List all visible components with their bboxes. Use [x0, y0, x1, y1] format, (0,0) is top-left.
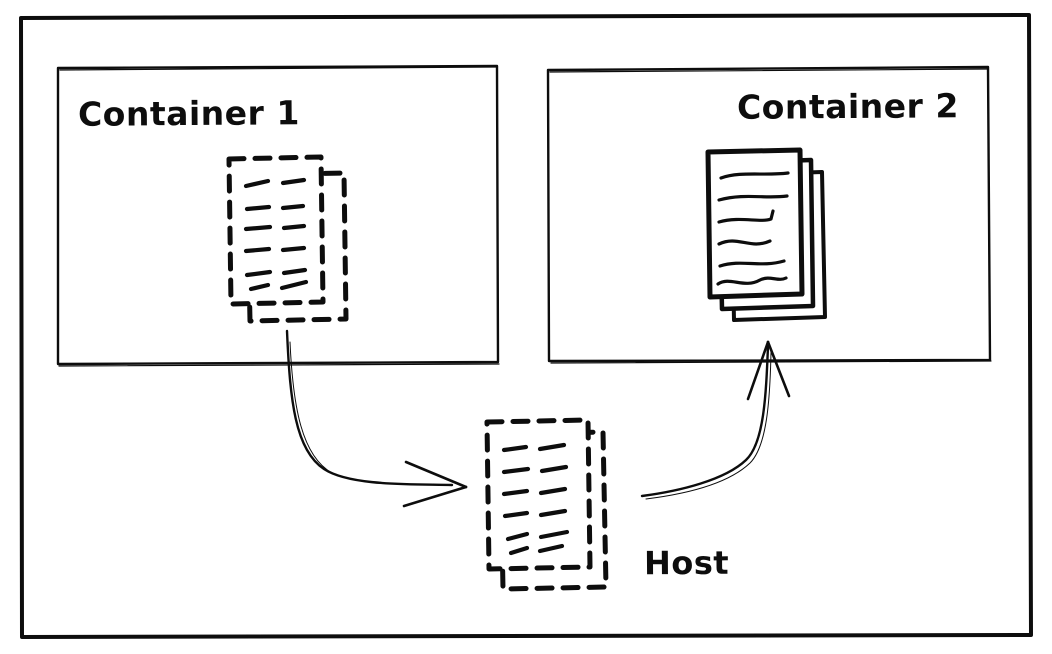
container-1-files dashed-document-stack-icon [226, 154, 349, 324]
host-label: Host [643, 543, 730, 583]
container-2-label: Container 2 [736, 86, 959, 127]
host-files dashed-document-stack-icon [484, 417, 609, 592]
outer-border [19, 13, 1033, 639]
container-1-label: Container 1 [77, 93, 300, 134]
container-1-box [56, 64, 500, 367]
arrow-host-to-container2 [640, 340, 791, 500]
arrow-container1-to-host [285, 329, 468, 508]
container-2-files solid-document-stack-icon [705, 147, 827, 322]
